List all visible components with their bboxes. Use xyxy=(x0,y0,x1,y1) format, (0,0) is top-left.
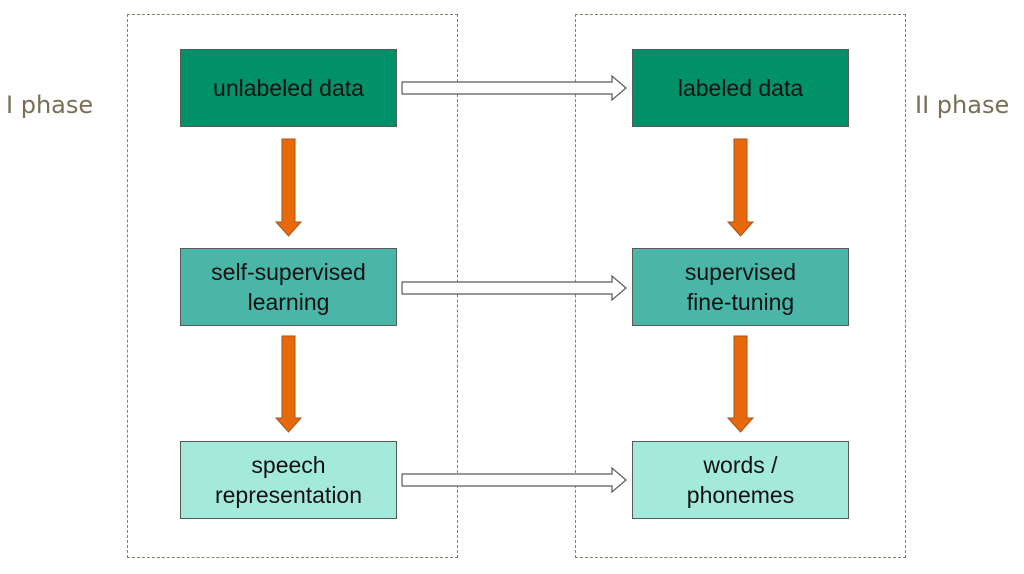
unlabeled-data-node: unlabeled data xyxy=(180,49,397,127)
arrow-unlabeled-to-ssl xyxy=(274,138,303,237)
words-phonemes-node: words / phonemes xyxy=(632,441,849,519)
arrow-ssl-to-finetune xyxy=(401,274,627,302)
arrow-unlabeled-to-labeled xyxy=(401,74,627,102)
phase-two-label: II phase xyxy=(915,91,1010,119)
labeled-data-node: labeled data xyxy=(632,49,849,127)
arrow-finetune-to-words xyxy=(726,335,755,433)
arrow-speech-to-words xyxy=(401,466,627,494)
self-supervised-learning-node: self-supervised learning xyxy=(180,248,397,326)
arrow-labeled-to-finetune xyxy=(726,138,755,237)
arrow-ssl-to-speech xyxy=(274,335,303,433)
phase-one-label: I phase xyxy=(6,91,94,119)
speech-representation-node: speech representation xyxy=(180,441,397,519)
supervised-fine-tuning-node: supervised fine-tuning xyxy=(632,248,849,326)
